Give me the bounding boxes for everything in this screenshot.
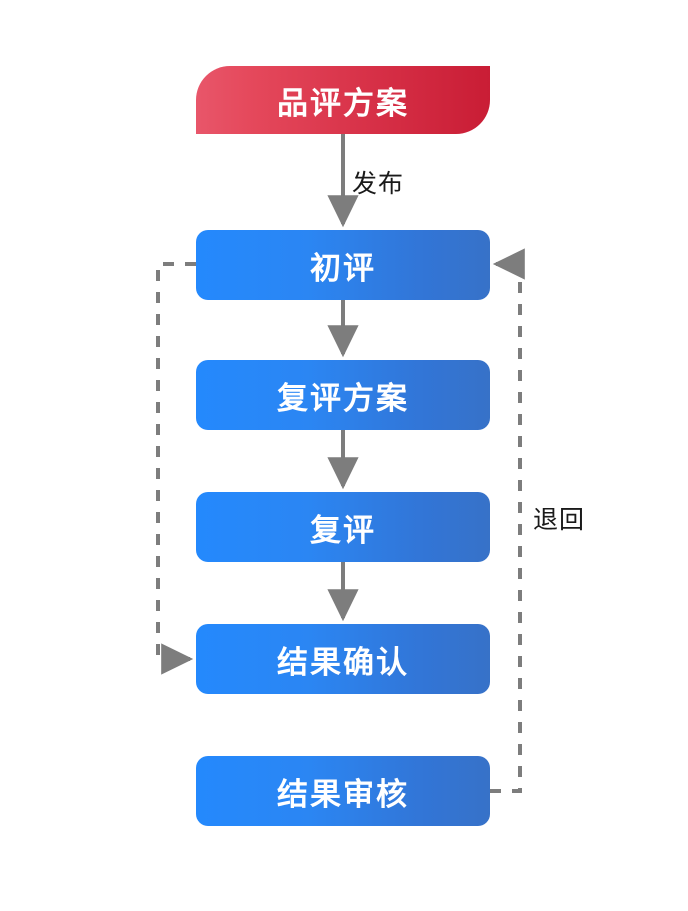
node-step-jieguoshenhe[interactable]: 结果审核 (196, 756, 490, 826)
node-step-label-2: 复评方案 (277, 380, 409, 416)
node-step-fupingfangan[interactable]: 复评方案 (196, 360, 490, 430)
connector-loop-right-jieguoshenhe-to-chuping (490, 248, 525, 793)
node-step-label-4: 结果确认 (277, 644, 409, 680)
node-step-label-1: 初评 (310, 250, 376, 286)
node-step-label-3: 复评 (310, 512, 376, 548)
node-start-label: 品评方案 (277, 85, 409, 121)
node-step-fuping[interactable]: 复评 (196, 492, 490, 562)
node-step-label-5: 结果审核 (277, 776, 409, 812)
edge-label-publish: 发布 (352, 170, 405, 198)
edge-label-return: 退回 (533, 506, 586, 534)
node-step-jieguoqueren[interactable]: 结果确认 (196, 624, 490, 694)
node-step-chuping[interactable]: 初评 (196, 230, 490, 300)
node-start-pingpingfangan[interactable]: 品评方案 (196, 66, 490, 134)
connector-loop-left-chuping-to-jieguoqueren (156, 262, 196, 675)
